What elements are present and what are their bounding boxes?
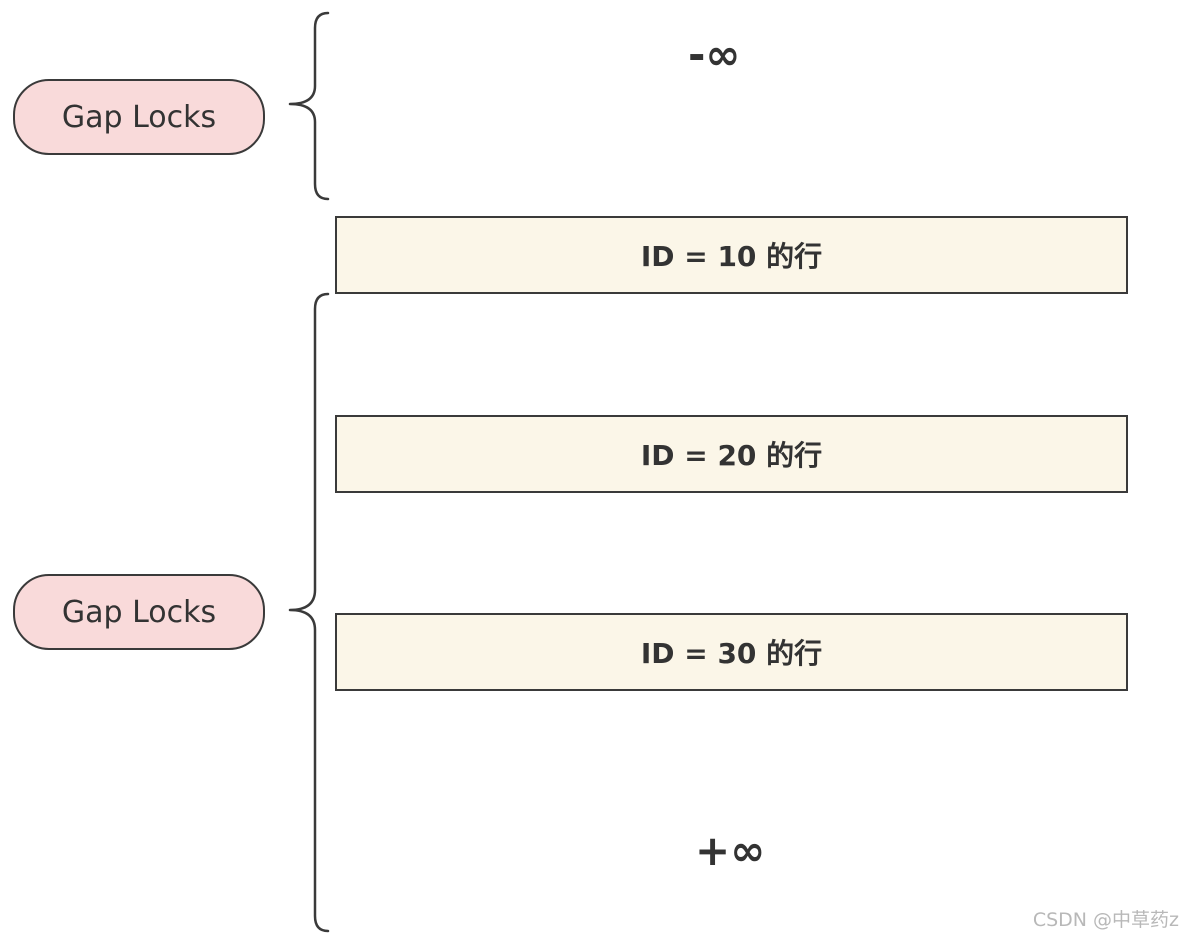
row-id-20: ID = 20 的行 (335, 415, 1128, 493)
row-id-30: ID = 30 的行 (335, 613, 1128, 691)
lower-gap-brace (288, 292, 330, 933)
row-id-10: ID = 10 的行 (335, 216, 1128, 294)
watermark: CSDN @中草药z (1032, 909, 1179, 931)
gap-locks-upper-label: Gap Locks (13, 79, 265, 155)
upper-gap-brace (288, 11, 330, 201)
negative-infinity-label: -∞ (688, 30, 741, 79)
gap-locks-lower-label: Gap Locks (13, 574, 265, 650)
positive-infinity-label: +∞ (695, 826, 766, 875)
